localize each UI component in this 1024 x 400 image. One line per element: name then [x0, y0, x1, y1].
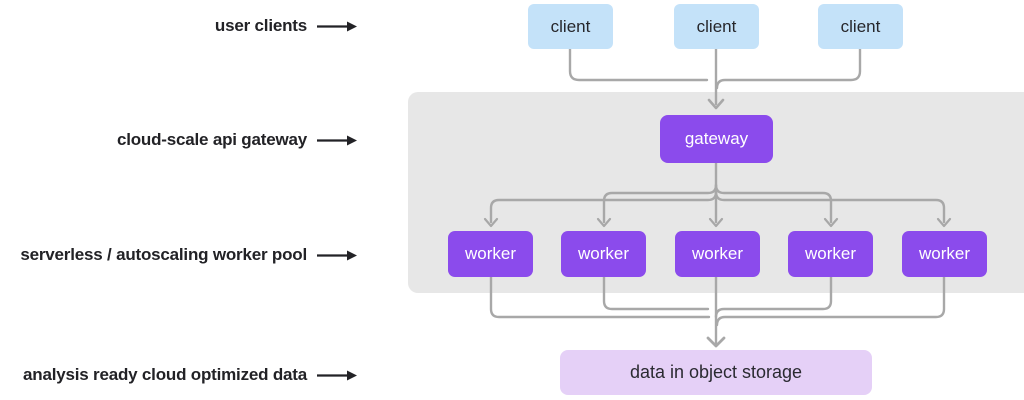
worker-node: worker — [902, 231, 987, 277]
client-node: client — [674, 4, 759, 49]
arrow-right-icon — [317, 135, 357, 145]
arrow-right-icon — [317, 250, 357, 260]
label-worker-pool: serverless / autoscaling worker pool — [0, 243, 358, 267]
label-api-gateway-text: cloud-scale api gateway — [116, 130, 307, 149]
client-node: client — [818, 4, 903, 49]
gateway-node: gateway — [660, 115, 773, 163]
client-node: client — [528, 4, 613, 49]
label-analysis-ready-data-text: analysis ready cloud optimized data — [23, 365, 307, 384]
label-analysis-ready-data: analysis ready cloud optimized data — [0, 363, 358, 387]
label-user-clients: user clients — [0, 14, 358, 38]
label-worker-pool-text: serverless / autoscaling worker pool — [20, 245, 307, 264]
storage-node: data in object storage — [560, 350, 872, 395]
worker-node: worker — [561, 231, 646, 277]
arrow-right-icon — [317, 370, 357, 380]
worker-node: worker — [448, 231, 533, 277]
arrow-right-icon — [317, 21, 357, 31]
worker-node: worker — [675, 231, 760, 277]
label-api-gateway: cloud-scale api gateway — [0, 128, 358, 152]
worker-node: worker — [788, 231, 873, 277]
label-user-clients-text: user clients — [214, 16, 307, 35]
